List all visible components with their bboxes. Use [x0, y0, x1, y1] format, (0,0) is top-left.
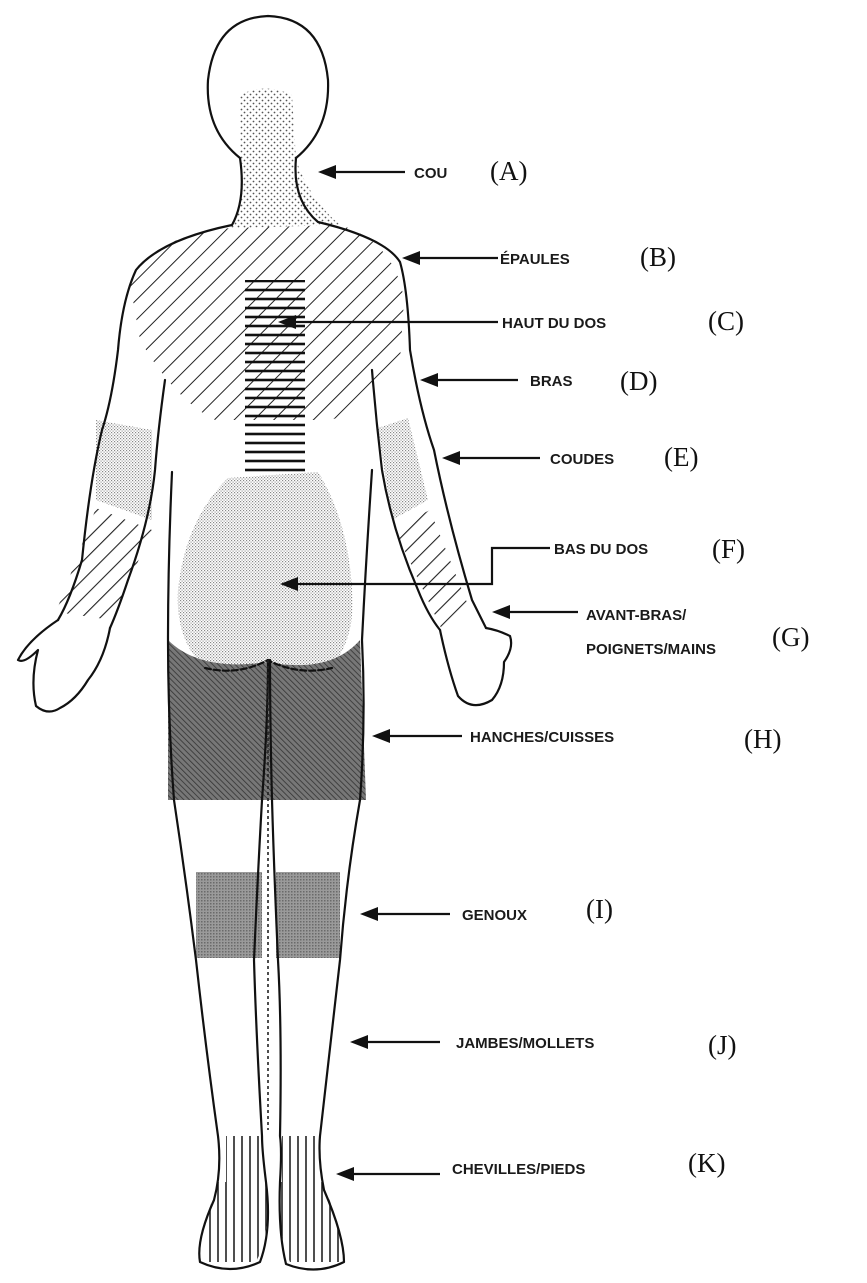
arrow-g [492, 605, 578, 619]
left-foot-region [205, 1182, 268, 1262]
arrow-h [372, 729, 462, 743]
label-b-text: ÉPAULES [500, 251, 570, 268]
left-ankle-region [226, 1136, 262, 1182]
left-forearm-region [56, 508, 152, 620]
label-e-letter: (E) [664, 442, 698, 472]
neck-region [230, 89, 340, 229]
label-c-text: HAUT DU DOS [502, 315, 606, 332]
label-k-text: CHEVILLES/PIEDS [452, 1161, 585, 1178]
arrow-e [442, 451, 540, 465]
label-d-letter: (D) [620, 366, 657, 396]
label-a-text: COU [414, 165, 447, 182]
labels: COU (A) ÉPAULES (B) HAUT DU DOS (C) BRAS… [414, 156, 809, 1178]
label-a-letter: (A) [490, 156, 527, 186]
left-knee-region [196, 872, 262, 958]
arrow-i [360, 907, 450, 921]
label-i-text: GENOUX [462, 907, 527, 924]
label-e-text: COUDES [550, 451, 614, 468]
label-c-letter: (C) [708, 306, 744, 336]
label-k-letter: (K) [688, 1148, 725, 1178]
upper-back-region [245, 280, 305, 472]
arrow-a [318, 165, 405, 179]
label-j-text: JAMBES/MOLLETS [456, 1035, 594, 1052]
right-hand-outline [440, 628, 511, 705]
right-ankle-region [282, 1136, 318, 1182]
label-f-letter: (F) [712, 534, 745, 564]
right-elbow-region [378, 418, 428, 520]
label-g-text-line2: POIGNETS/MAINS [586, 641, 716, 658]
arrow-d [420, 373, 518, 387]
label-j-letter: (J) [708, 1030, 737, 1060]
label-b-letter: (B) [640, 242, 676, 272]
right-forearm-region [394, 510, 470, 630]
label-f-text: BAS DU DOS [554, 541, 648, 558]
left-hand-outline [18, 620, 110, 712]
label-h-text: HANCHES/CUISSES [470, 729, 614, 746]
label-g-text-line1: AVANT-BRAS/ [586, 607, 687, 624]
label-i-letter: (I) [586, 894, 613, 924]
body-shading [56, 89, 470, 1263]
left-elbow-region [96, 420, 152, 520]
arrow-k [336, 1167, 440, 1181]
lower-back-region [178, 472, 353, 671]
label-g-letter: (G) [772, 622, 809, 652]
arrow-j [350, 1035, 440, 1049]
arrow-b [402, 251, 498, 265]
label-h-letter: (H) [744, 724, 781, 754]
right-knee-region [276, 872, 340, 958]
right-foot-region [279, 1182, 341, 1262]
label-d-text: BRAS [530, 373, 573, 390]
